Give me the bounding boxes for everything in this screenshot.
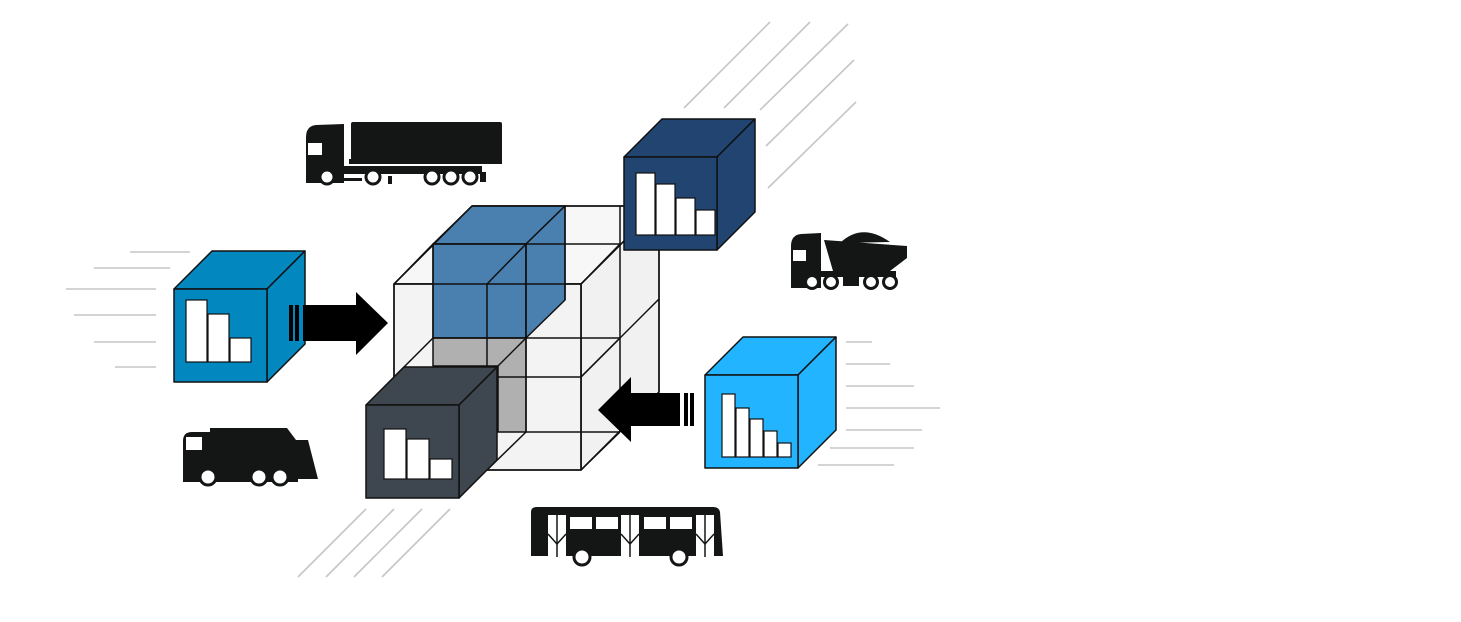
cube-bar [429,458,453,480]
speed-lines-right [818,341,940,466]
cube-bar [763,430,778,458]
speed-lines-top-right [683,21,857,189]
data-cube-bottom-left [365,366,498,499]
cube-bar [383,428,407,480]
cube-bar [185,299,208,363]
cube-bar [635,172,656,236]
cube-bar [229,337,252,363]
speed-lines-left [66,251,190,368]
cube-bar [406,438,430,480]
cube-bar [655,183,676,236]
bus-icon [531,507,723,567]
cube-bar [695,209,716,236]
garbage-truck-icon [183,428,318,487]
semi-truck-icon [306,122,502,186]
arrow-left-icon [598,377,694,442]
data-cube-left [173,250,306,383]
data-cubes [173,118,837,499]
arrow-right-icon [289,292,388,355]
cube-bar [735,407,750,458]
cube-bar [207,313,230,363]
cube-bar [777,442,792,458]
dump-truck-icon [791,232,907,290]
data-cube-top-right [623,118,756,251]
speed-lines-bottom-left [297,508,451,578]
cube-bar [721,393,736,458]
cube-bar [675,197,696,236]
cube-bar [749,418,764,458]
data-cube-right [704,336,837,469]
